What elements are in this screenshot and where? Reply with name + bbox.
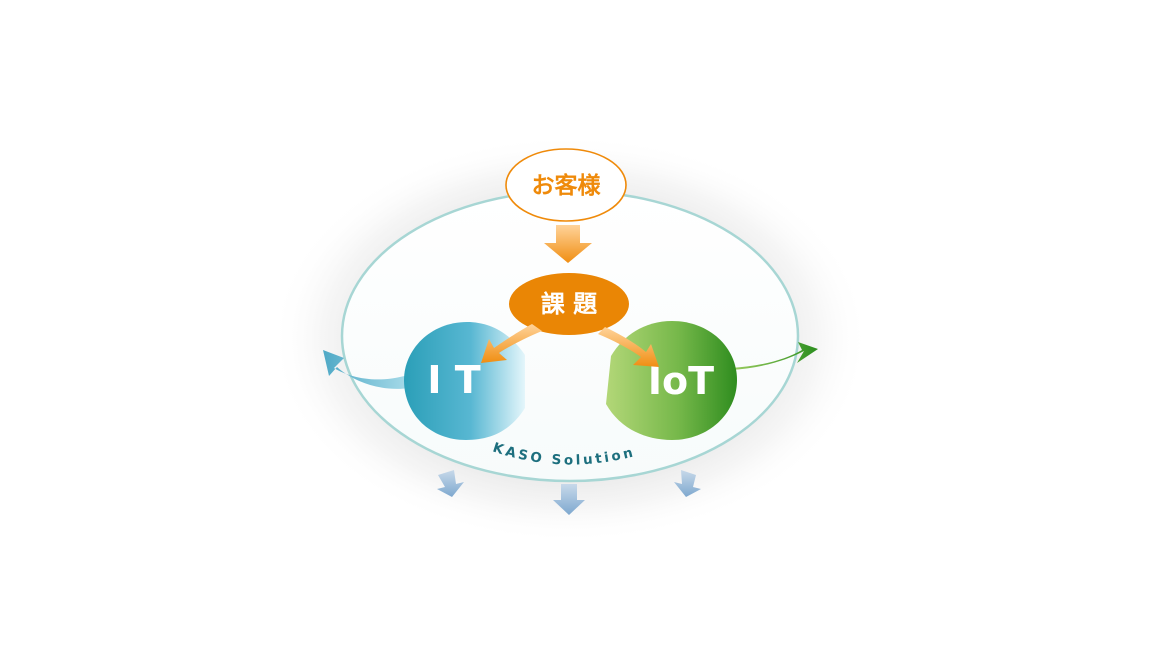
- it-label: I T: [427, 358, 480, 402]
- customer-label: お客様: [532, 172, 602, 199]
- left-down-arrow: [437, 470, 464, 497]
- customer-bubble: [505, 148, 627, 222]
- issue-label: 課 題: [541, 290, 598, 318]
- issue-bubble: [509, 273, 629, 335]
- iot-label: IoT: [648, 359, 714, 403]
- center-down-arrow: [553, 484, 585, 515]
- issue-to-it-arrow: [481, 324, 542, 363]
- right-down-arrow: [674, 470, 701, 497]
- issue-to-iot-arrow: [598, 327, 659, 367]
- it-outward-arrow: [323, 350, 410, 389]
- customer-to-issue-arrow: [544, 225, 592, 263]
